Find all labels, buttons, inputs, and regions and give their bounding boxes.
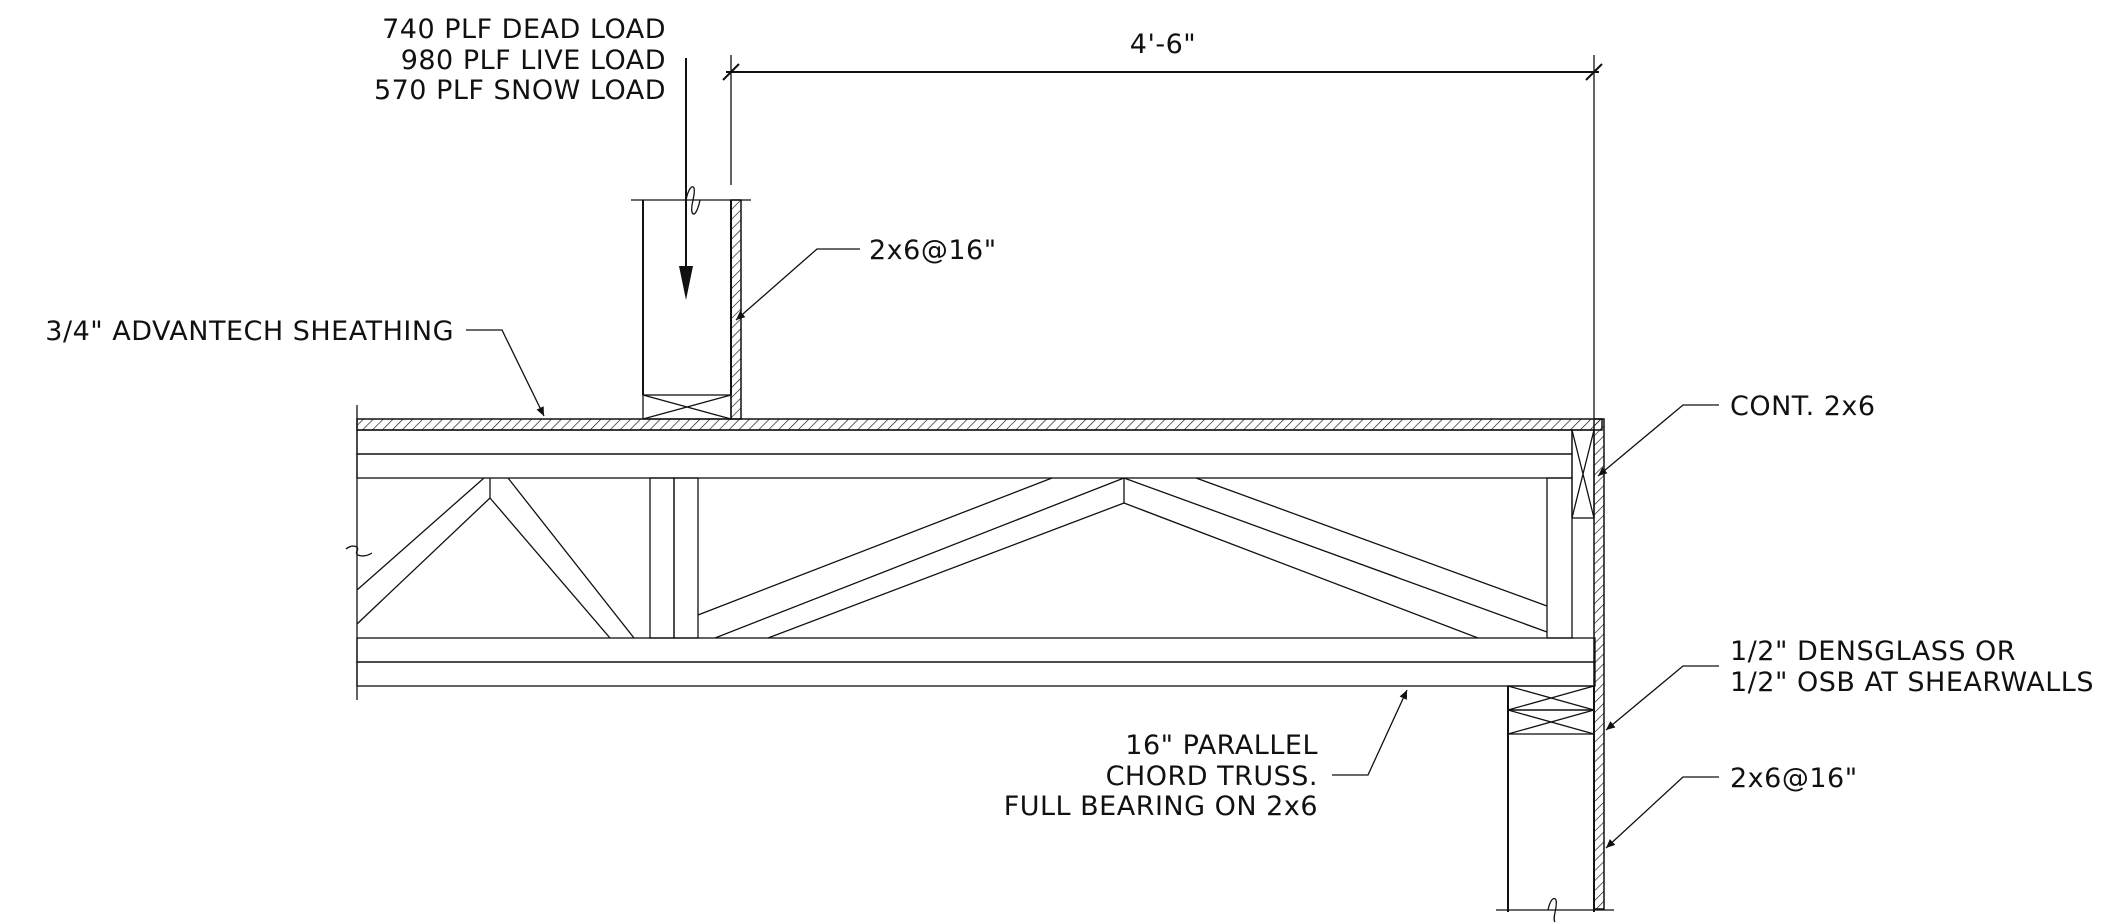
snow-load-label: 570 PLF SNOW LOAD [374,75,666,106]
live-load-label: 980 PLF LIVE LOAD [401,45,666,76]
truss-label-line2: CHORD TRUSS. [1106,761,1318,792]
callout-rim: CONT. 2x6 [1597,391,1876,477]
lower-stud-label: 2x6@16" [1730,763,1858,794]
truss-label-line1: 16" PARALLEL [1125,730,1318,761]
sheathing-label: 3/4" ADVANTECH SHEATHING [45,316,454,347]
callout-densglass: 1/2" DENSGLASS OR 1/2" OSB AT SHEARWALLS [1605,636,2094,731]
upper-stud-label: 2x6@16" [869,235,997,266]
rim-label: CONT. 2x6 [1730,391,1876,422]
upper-wall [631,186,751,420]
callout-truss: 16" PARALLEL CHORD TRUSS. FULL BEARING O… [1004,689,1408,822]
rim-board [1571,429,1595,519]
truss-label-line3: FULL BEARING ON 2x6 [1004,791,1318,822]
densglass-label-line2: 1/2" OSB AT SHEARWALLS [1730,667,2094,698]
dead-load-label: 740 PLF DEAD LOAD [382,14,666,45]
callout-upper-stud: 2x6@16" [735,235,997,321]
subfloor-sheathing [356,418,1603,431]
load-arrow [679,58,693,300]
span-dimension-label: 4'-6" [1130,29,1196,60]
exterior-wall [1496,418,1614,923]
callout-sheathing: 3/4" ADVANTECH SHEATHING [45,316,545,417]
parallel-chord-truss [345,405,1596,700]
callout-lower-stud: 2x6@16" [1605,763,1858,849]
load-notes: 740 PLF DEAD LOAD 980 PLF LIVE LOAD 570 … [374,14,666,106]
densglass-label-line1: 1/2" DENSGLASS OR [1730,636,2016,667]
span-dimension: 4'-6" [722,29,1603,420]
